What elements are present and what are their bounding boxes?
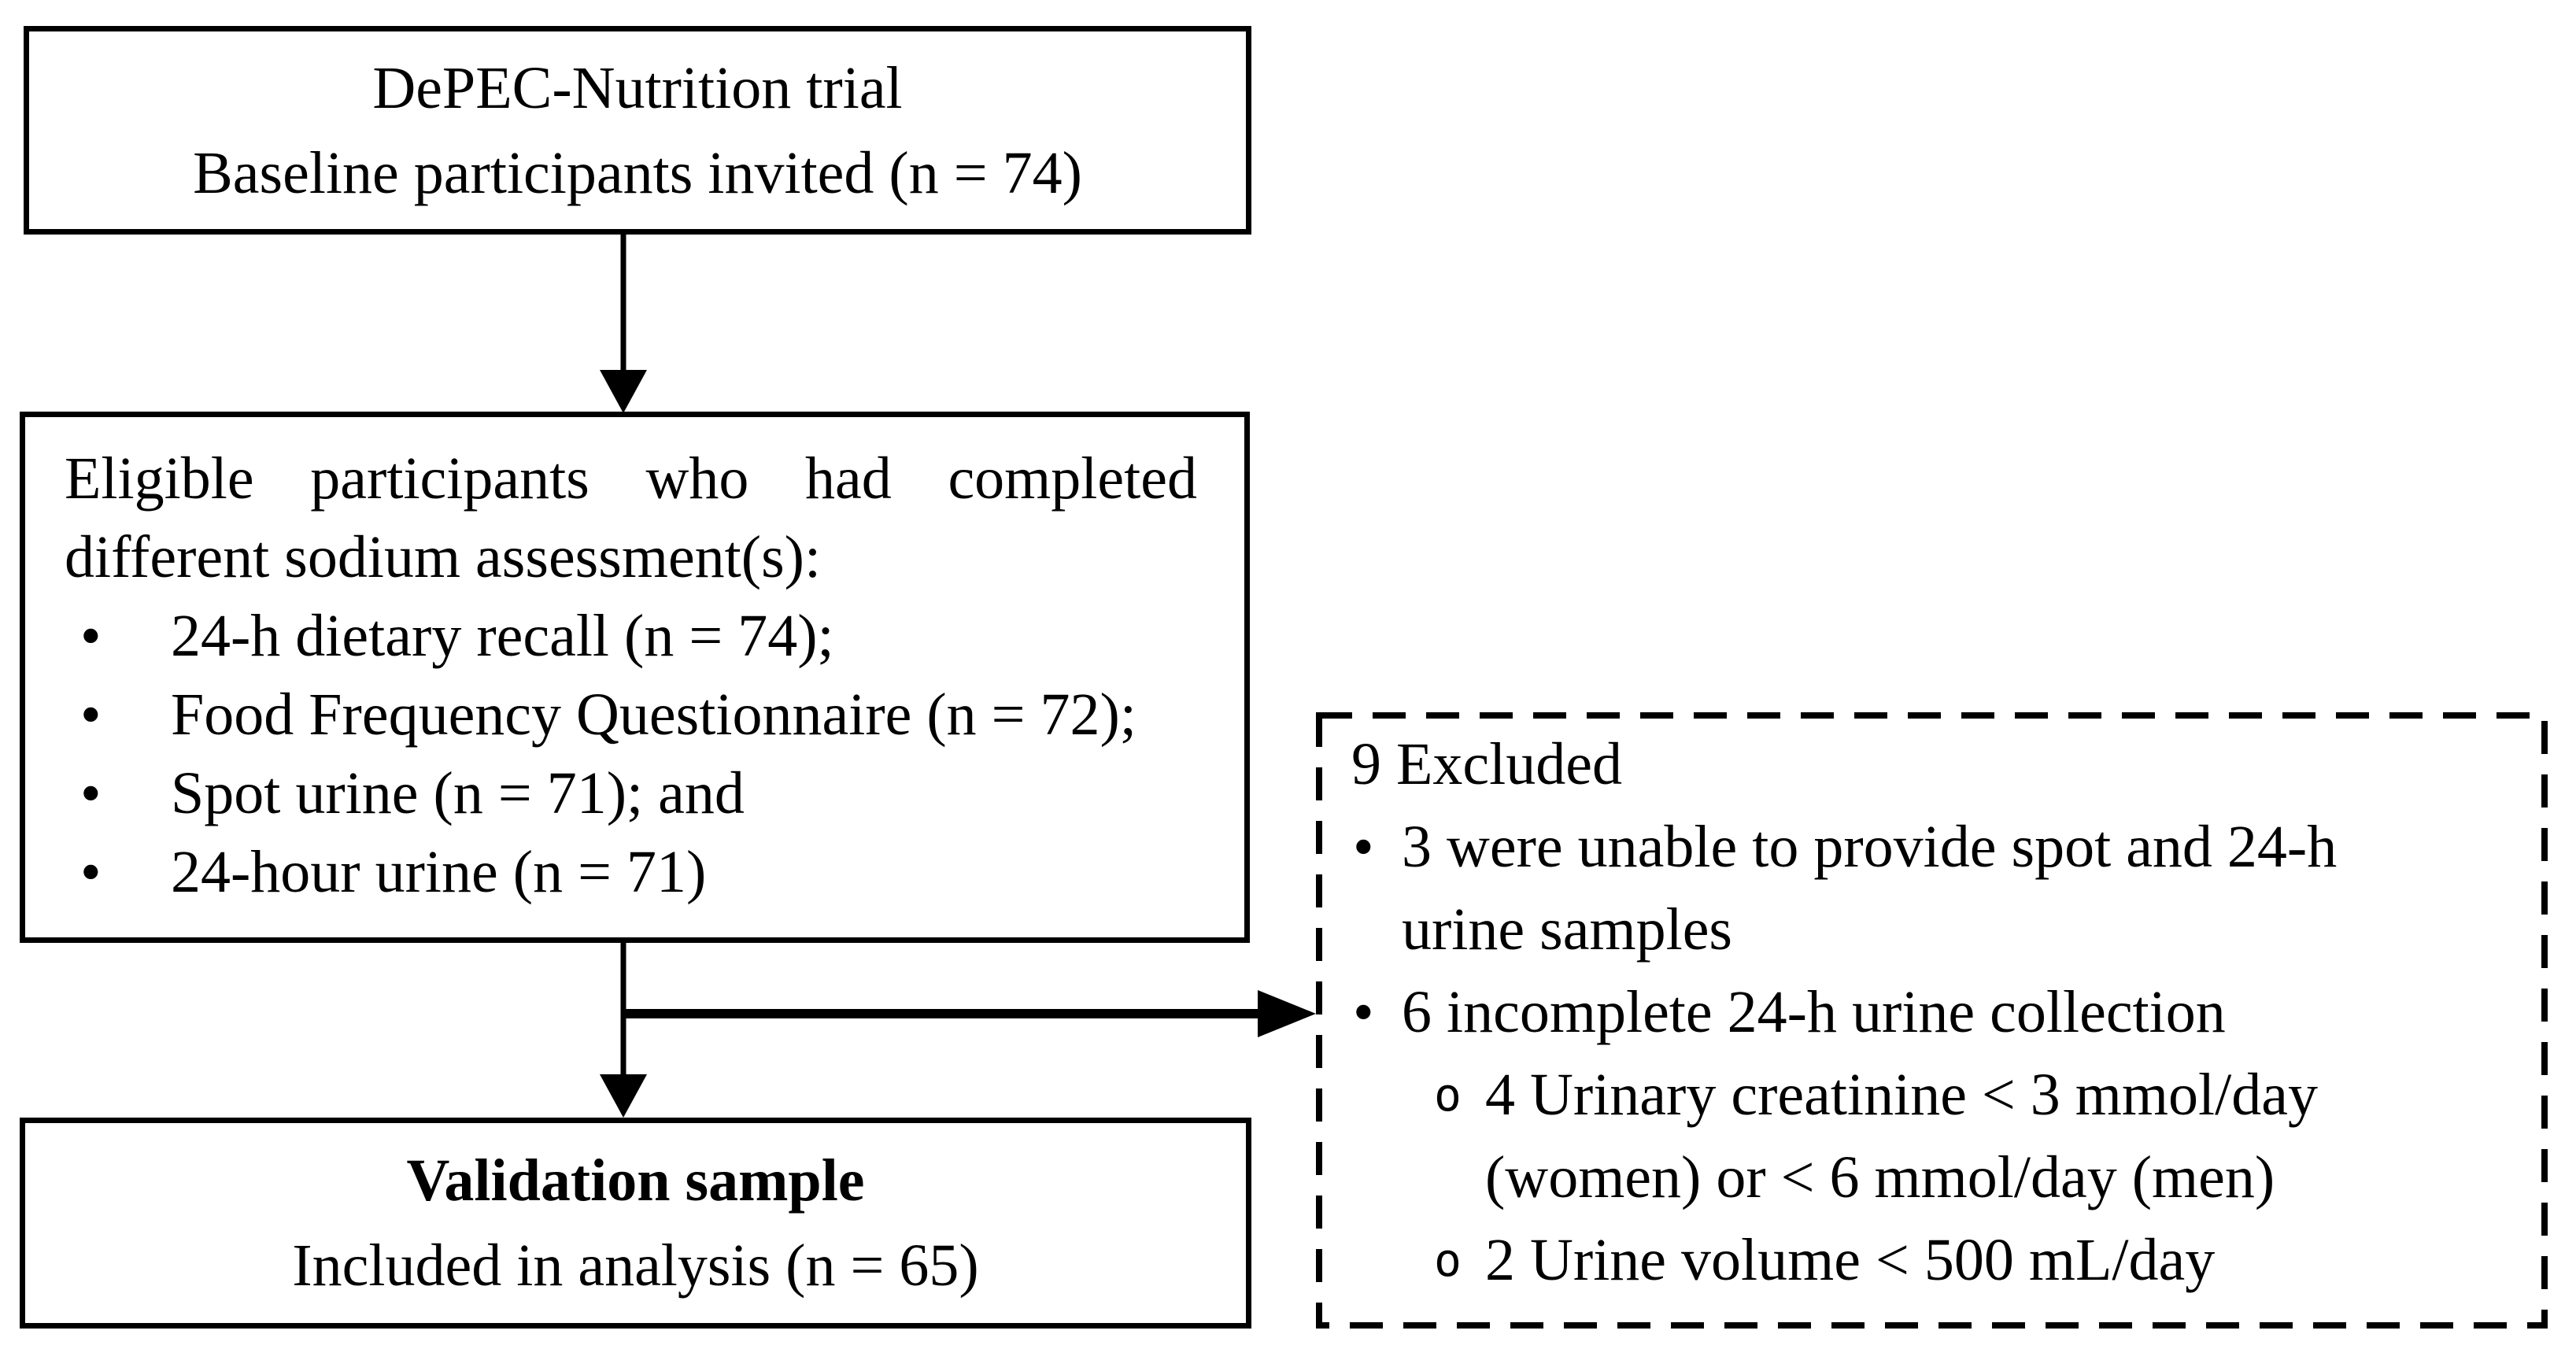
eligible-box: Eligible participants who had completed …: [20, 412, 1250, 943]
bullet-text: Spot urine (n = 71); and: [171, 760, 745, 826]
eligible-bullet-ffq: • Food Frequency Questionnaire (n = 72);: [80, 675, 1197, 754]
bullet-text: 6 incomplete 24-h urine collection: [1402, 979, 2226, 1045]
circle-bullet-icon: o: [1434, 1233, 1462, 1287]
bullet-icon: •: [80, 760, 102, 826]
circle-bullet-icon: o: [1434, 1068, 1462, 1122]
baseline-box: DePEC-Nutrition trial Baseline participa…: [24, 26, 1251, 235]
eligible-intro-line2: different sodium assessment(s):: [65, 524, 822, 590]
excluded-box-border: [1316, 712, 2548, 1329]
bullet-text: 24-h dietary recall (n = 74);: [171, 603, 834, 669]
excluded-bullet1-line2: urine samples: [1402, 896, 1733, 963]
validation-box-line2: Included in analysis (n = 65): [292, 1232, 979, 1299]
excluded-bullet-incomplete: • 6 incomplete 24-h urine collection: [1353, 971, 2515, 1054]
eligible-bullet-dietary-recall: • 24-h dietary recall (n = 74);: [80, 597, 1197, 675]
excluded-title: 9 Excluded: [1351, 731, 1623, 797]
excluded-bullet-no-samples: • 3 were unable to provide spot and 24-h…: [1353, 806, 2515, 971]
bullet-icon: •: [1353, 979, 1374, 1045]
bullet-icon: •: [80, 603, 102, 669]
validation-box-line1: Validation sample: [406, 1148, 865, 1214]
bullet-text: 24-hour urine (n = 71): [171, 839, 707, 905]
bullet-text: Food Frequency Questionnaire (n = 72);: [171, 682, 1136, 748]
validation-box: Validation sample Included in analysis (…: [20, 1118, 1251, 1329]
excluded-subbullet1-line2: (women) or < 6 mmol/day (men): [1485, 1144, 2275, 1210]
excluded-bullet1-line1: 3 were unable to provide spot and 24-h: [1402, 814, 2338, 880]
arrowhead-down-icon: [600, 1074, 647, 1118]
eligible-bullet-24h-urine: • 24-hour urine (n = 71): [80, 833, 1197, 911]
baseline-box-line2: Baseline participants invited (n = 74): [193, 139, 1082, 206]
bullet-text: 3 were unable to provide spot and 24-h u…: [1402, 806, 2515, 971]
baseline-box-line1: DePEC-Nutrition trial: [372, 54, 903, 121]
bullet-icon: •: [80, 682, 102, 748]
excluded-subbullet-creatinine: o 4 Urinary creatinine < 3 mmol/day (wom…: [1434, 1054, 2515, 1219]
eligible-intro-line1: Eligible participants who had completed: [65, 445, 1197, 512]
arrowhead-down-icon: [600, 370, 647, 413]
arrowhead-right-icon: [1258, 990, 1316, 1037]
bullet-text: 4 Urinary creatinine < 3 mmol/day (women…: [1485, 1054, 2515, 1219]
bullet-icon: •: [80, 839, 102, 905]
excluded-subbullet1-line1: 4 Urinary creatinine < 3 mmol/day: [1485, 1062, 2318, 1128]
excluded-box: 9 Excluded • 3 were unable to provide sp…: [1316, 712, 2548, 1329]
bullet-text: 2 Urine volume < 500 mL/day: [1485, 1227, 2216, 1293]
eligible-bullet-spot-urine: • Spot urine (n = 71); and: [80, 754, 1197, 833]
excluded-subbullet-volume: o 2 Urine volume < 500 mL/day: [1434, 1219, 2515, 1302]
bullet-icon: •: [1353, 814, 1374, 880]
